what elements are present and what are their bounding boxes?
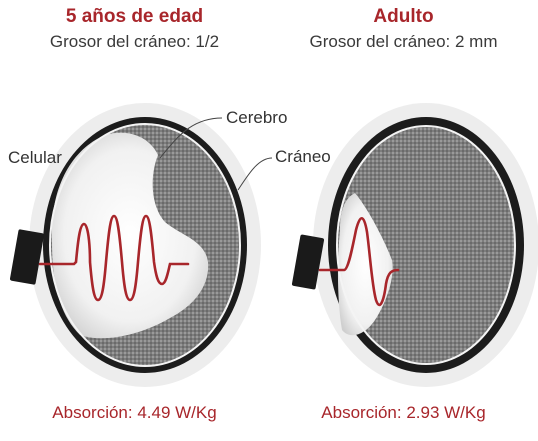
child-wave (38, 214, 190, 302)
adult-absorption-region (337, 193, 393, 336)
phone-label: Celular (8, 148, 62, 167)
adult-wave (318, 216, 400, 307)
adult-head (313, 103, 538, 387)
skull-leader-line (237, 157, 273, 191)
child-brain-outline (49, 123, 241, 367)
adult-brain-outline (336, 125, 516, 365)
child-cellphone (9, 229, 45, 285)
right-panel-subtitle: Grosor del cráneo: 2 mm (309, 32, 498, 51)
child-absorption-region (51, 132, 209, 339)
skull-label: Cráneo (275, 147, 331, 166)
brain-label: Cerebro (226, 108, 287, 127)
child-head (29, 103, 261, 387)
brain-leader-line (159, 117, 223, 159)
left-panel-title: 5 años de edad (65, 6, 204, 27)
left-panel-subtitle: Grosor del cráneo: 1/2 (49, 32, 220, 51)
left-absorption-value: Absorción: 4.49 W/Kg (52, 403, 217, 422)
right-absorption-value: Absorción: 2.93 W/Kg (321, 403, 486, 422)
adult-cellphone (291, 234, 325, 290)
right-panel-title: Adulto (373, 6, 434, 27)
